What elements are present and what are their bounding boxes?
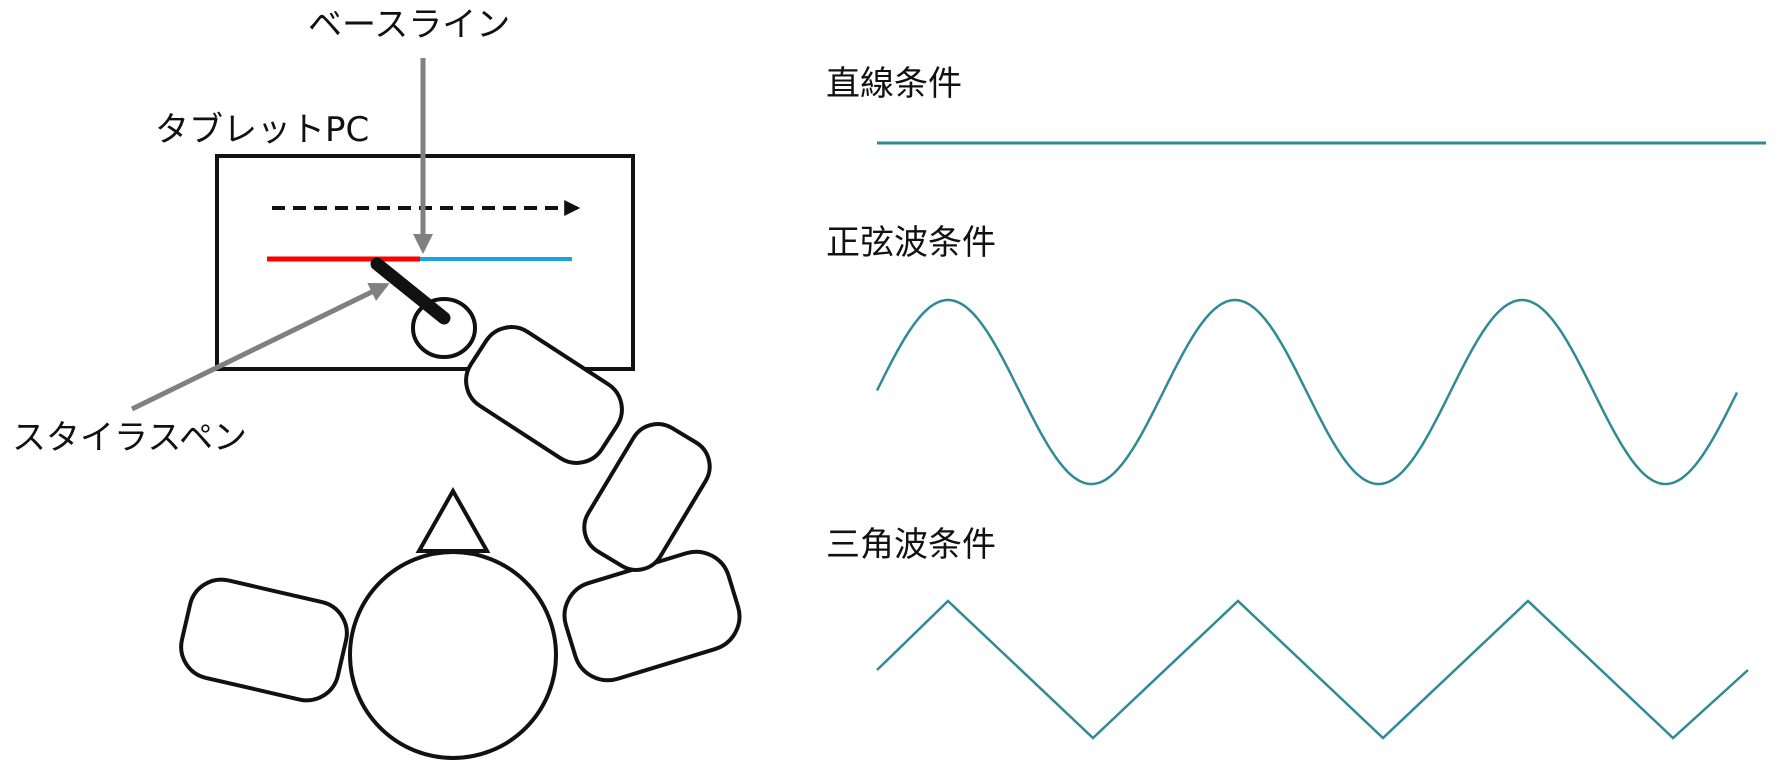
nose-marker (415, 486, 491, 553)
right-upper-arm (582, 422, 712, 572)
stylus-pen (370, 257, 451, 325)
baseline-label: ベースライン (308, 5, 511, 45)
left-shoulder (179, 577, 349, 703)
head (348, 550, 558, 760)
stylus-pointer-arrow (130, 282, 390, 412)
sine-wave (875, 298, 1739, 486)
tablet-pc-label: タブレットPC (155, 110, 370, 150)
sine-condition-label: 正弦波条件 (826, 223, 996, 263)
triangle-condition-label: 三角波条件 (826, 525, 996, 565)
stylus-pen-label: スタイラスペン (12, 418, 247, 458)
triangle-wave (876, 599, 1749, 740)
straight-condition-label: 直線条件 (826, 64, 962, 104)
right-forearm (464, 325, 624, 465)
